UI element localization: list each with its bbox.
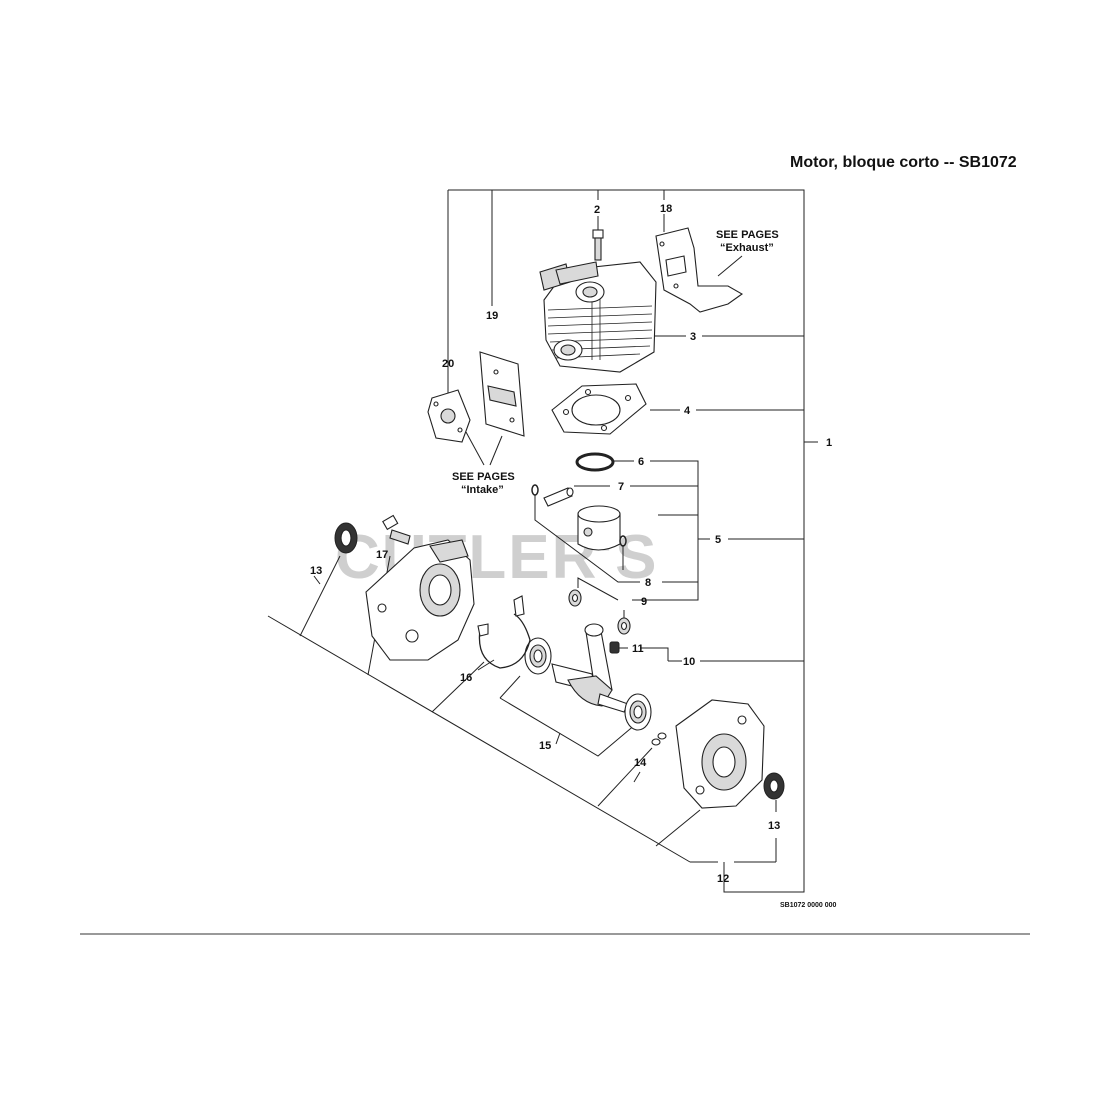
part-6-piston-ring xyxy=(575,452,615,472)
callout-1: 1 xyxy=(826,437,832,449)
callout-14: 14 xyxy=(634,757,647,769)
callout-12: 12 xyxy=(717,873,729,885)
part-15-bearing xyxy=(524,637,652,731)
part-13-oil-seal xyxy=(334,522,785,800)
callout-5: 5 xyxy=(715,534,721,546)
callout-13-right: 13 xyxy=(768,820,780,832)
part-9-washer xyxy=(568,589,631,635)
part-16-crankcase-gasket xyxy=(477,595,531,669)
diagram-code: SB1072 0000 000 xyxy=(780,902,837,909)
callout-11: 11 xyxy=(632,643,644,655)
part-7-piston-pin xyxy=(543,487,574,507)
callout-3: 3 xyxy=(690,331,696,343)
part-14-dowel-pin xyxy=(651,732,667,746)
part-18-exhaust-gasket xyxy=(655,227,744,313)
callout-2: 2 xyxy=(594,204,600,216)
callout-8: 8 xyxy=(645,577,651,589)
part-19-intake-gasket xyxy=(479,351,525,437)
part-4-gasket xyxy=(551,383,647,435)
part-11-needle-bearing xyxy=(609,641,620,654)
part-2-bolt xyxy=(592,229,604,261)
page-title: Motor, bloque corto -- SB1072 xyxy=(780,152,1040,174)
note-exhaust-line2: “Exhaust” xyxy=(720,242,774,254)
part-crankcase-half-right xyxy=(675,699,765,809)
page-title-text: Motor, bloque corto -- SB1072 xyxy=(790,154,1017,171)
callout-7: 7 xyxy=(618,481,624,493)
callout-9: 9 xyxy=(641,596,647,608)
callout-16: 16 xyxy=(460,672,472,684)
callout-10: 10 xyxy=(683,656,695,668)
callout-18: 18 xyxy=(660,203,672,215)
callout-15: 15 xyxy=(539,740,551,752)
callout-17: 17 xyxy=(376,549,388,561)
leader-lines xyxy=(267,189,818,893)
callout-20: 20 xyxy=(442,358,454,370)
callout-13-left: 13 xyxy=(310,565,322,577)
note-exhaust-line1: SEE PAGES xyxy=(716,229,779,241)
callout-6: 6 xyxy=(638,456,644,468)
note-intake-line2: “Intake” xyxy=(461,484,504,496)
part-10-crankshaft xyxy=(551,623,629,713)
part-piston xyxy=(577,505,621,551)
part-crankcase-half-left xyxy=(365,539,475,661)
callout-4: 4 xyxy=(684,405,691,417)
part-3-cylinder xyxy=(539,261,657,373)
note-intake-line1: SEE PAGES xyxy=(452,471,515,483)
part-17-bolt xyxy=(382,514,411,545)
part-8-circlip xyxy=(531,484,627,547)
callout-19: 19 xyxy=(486,310,498,322)
part-20-insulator xyxy=(427,389,471,443)
